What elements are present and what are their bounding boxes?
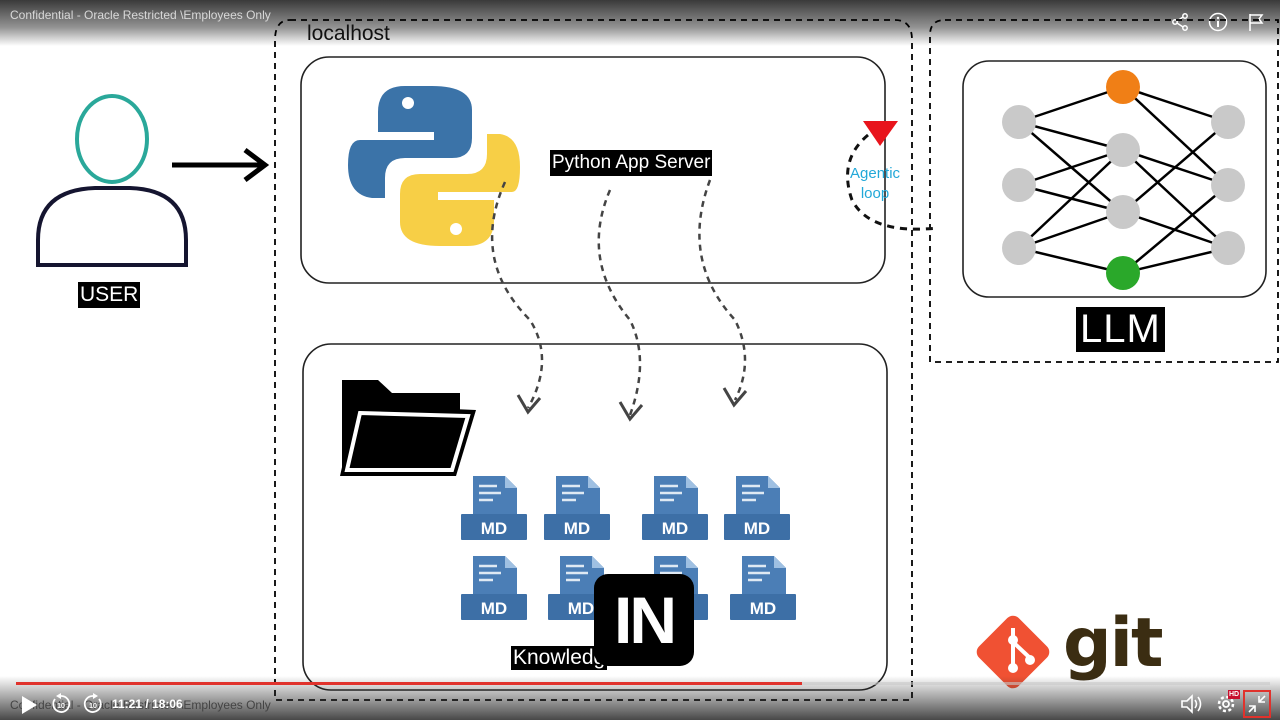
python-logo-icon bbox=[348, 86, 520, 246]
progress-fill bbox=[16, 682, 802, 685]
folder-icon bbox=[340, 380, 476, 476]
md-file-icon: MD bbox=[544, 476, 610, 540]
hd-badge: HD bbox=[1228, 690, 1241, 699]
md-file-label: MD bbox=[744, 519, 770, 538]
git-logo-icon bbox=[976, 615, 1050, 689]
neural-network-nodes bbox=[1002, 70, 1245, 290]
confidential-banner: Confidential - Oracle Restricted \Employ… bbox=[10, 8, 271, 22]
rewind-seconds: 10 bbox=[57, 703, 65, 710]
md-file-label: MD bbox=[481, 519, 507, 538]
forward-10-icon[interactable]: 10 bbox=[82, 693, 104, 720]
user-icon bbox=[36, 94, 188, 267]
knowledge-base-label: Knowledg bbox=[511, 646, 608, 670]
localhost-boundary bbox=[274, 19, 913, 701]
rewind-10-icon[interactable]: 10 bbox=[50, 693, 72, 720]
data-flow-arrows bbox=[490, 179, 747, 416]
md-file-label: MD bbox=[481, 599, 507, 618]
agentic-loop-icon bbox=[846, 121, 939, 231]
git-label: git bbox=[1063, 604, 1163, 683]
agentic-loop-line1: Agentic bbox=[850, 165, 901, 182]
user-label: USER bbox=[78, 282, 141, 308]
llm-boundary bbox=[929, 19, 1279, 363]
in-badge-logo: IN bbox=[594, 574, 694, 666]
exit-fullscreen-icon[interactable] bbox=[1243, 690, 1271, 718]
flag-icon[interactable] bbox=[1246, 12, 1266, 32]
forward-seconds: 10 bbox=[89, 703, 97, 710]
settings-icon[interactable] bbox=[1215, 693, 1237, 720]
md-file-label: MD bbox=[750, 599, 776, 618]
neural-network-icon bbox=[1018, 85, 1229, 275]
top-overlay bbox=[0, 0, 1280, 46]
llm-label: LLM bbox=[1076, 307, 1165, 352]
top-actions bbox=[1170, 12, 1266, 32]
info-icon[interactable] bbox=[1208, 12, 1228, 32]
md-file-label: MD bbox=[662, 519, 688, 538]
time-display: 11:21 / 18:06 bbox=[112, 697, 183, 711]
localhost-label: localhost bbox=[307, 22, 390, 45]
md-file-label: MD bbox=[568, 599, 594, 618]
volume-icon[interactable] bbox=[1180, 694, 1204, 719]
md-file-label: MD bbox=[564, 519, 590, 538]
play-icon[interactable] bbox=[20, 695, 38, 720]
python-app-server-label: Python App Server bbox=[550, 150, 713, 176]
llm-box bbox=[962, 60, 1267, 298]
md-file-icon: MD bbox=[724, 476, 790, 540]
md-file-icon: MD bbox=[461, 556, 527, 620]
agentic-loop-line2: loop bbox=[860, 185, 890, 202]
footer-watermark: Confidential - Oracle Restricted \Employ… bbox=[10, 698, 271, 712]
user-to-server-arrow bbox=[172, 148, 270, 182]
md-file-icon: MD bbox=[730, 556, 796, 620]
md-file-icon: MD bbox=[461, 476, 527, 540]
md-file-icon: MD bbox=[642, 476, 708, 540]
md-files: MD MD MD MD MD bbox=[461, 476, 796, 620]
agentic-loop-label: Agentic loop bbox=[850, 164, 900, 204]
